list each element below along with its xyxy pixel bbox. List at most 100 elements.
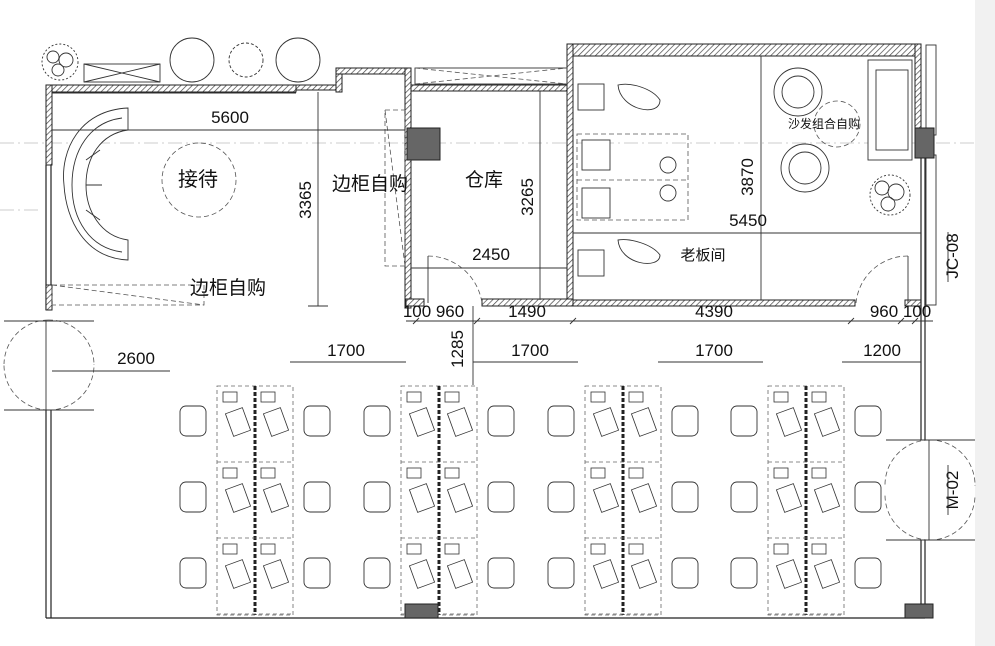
lounge-chairs bbox=[169, 37, 321, 83]
chair-icon bbox=[303, 481, 331, 513]
tag-door: M-02 bbox=[943, 471, 962, 510]
keyboard-icon bbox=[446, 559, 474, 589]
cabinets bbox=[51, 109, 406, 306]
keyboard-icon bbox=[408, 407, 436, 437]
keyboard-icon bbox=[592, 407, 620, 437]
dim-1700-c: 1700 bbox=[695, 341, 733, 360]
dim-960-right: 960 bbox=[870, 302, 898, 321]
keyboard-icon bbox=[446, 483, 474, 513]
keyboard-icon bbox=[775, 483, 803, 513]
keyboard-icon bbox=[630, 407, 658, 437]
computer-icon bbox=[811, 543, 827, 555]
computer-icon bbox=[628, 543, 644, 555]
computer-icon bbox=[444, 543, 460, 555]
note-sofa-diy: 沙发组合自购 bbox=[788, 116, 860, 131]
dim-1490: 1490 bbox=[508, 302, 546, 321]
computer-icon bbox=[811, 391, 827, 403]
dim-100-left: 100 bbox=[403, 302, 431, 321]
chair-icon bbox=[303, 557, 331, 589]
chair-icon bbox=[547, 481, 575, 513]
chair-icon bbox=[363, 557, 391, 589]
computer-icon bbox=[406, 543, 422, 555]
chair-icon bbox=[179, 481, 207, 513]
keyboard-icon bbox=[813, 483, 841, 513]
keyboard-icon bbox=[408, 483, 436, 513]
chair-icon bbox=[547, 405, 575, 437]
computer-icon bbox=[406, 467, 422, 479]
keyboard-icon bbox=[224, 559, 252, 589]
chair-icon bbox=[854, 481, 882, 513]
dim-1200: 1200 bbox=[863, 341, 901, 360]
computer-icon bbox=[773, 391, 789, 403]
dim-1700-a: 1700 bbox=[327, 341, 365, 360]
computer-icon bbox=[222, 467, 238, 479]
chair-icon bbox=[303, 405, 331, 437]
dim-3265: 3265 bbox=[518, 178, 537, 216]
computer-icon bbox=[628, 467, 644, 479]
windows bbox=[83, 63, 568, 85]
dim-1700-b: 1700 bbox=[511, 341, 549, 360]
keyboard-icon bbox=[592, 559, 620, 589]
room-label-reception: 接待 bbox=[178, 167, 218, 191]
keyboard-icon bbox=[408, 559, 436, 589]
dim-960-left: 960 bbox=[436, 302, 464, 321]
computer-icon bbox=[773, 467, 789, 479]
keyboard-icon bbox=[630, 559, 658, 589]
plant-icon bbox=[41, 43, 911, 216]
keyboard-icon bbox=[813, 407, 841, 437]
chair-icon bbox=[671, 481, 699, 513]
computer-icon bbox=[444, 467, 460, 479]
computer-icon bbox=[773, 543, 789, 555]
computer-icon bbox=[260, 543, 276, 555]
keyboard-icon bbox=[262, 559, 290, 589]
chair-icon bbox=[730, 481, 758, 513]
reception-table bbox=[161, 142, 237, 218]
right-edge-strip bbox=[975, 0, 995, 646]
chair-icon bbox=[671, 557, 699, 589]
computer-icon bbox=[590, 391, 606, 403]
chair-icon bbox=[854, 557, 882, 589]
computer-icon bbox=[260, 467, 276, 479]
chair-icon bbox=[179, 405, 207, 437]
room-label-boss-office: 老板间 bbox=[680, 246, 725, 264]
room-label-storage: 仓库 bbox=[465, 169, 503, 191]
dim-2600: 2600 bbox=[117, 349, 155, 368]
chair-icon bbox=[854, 405, 882, 437]
walls bbox=[45, 43, 937, 619]
keyboard-icon bbox=[224, 407, 252, 437]
dim-100-right: 100 bbox=[903, 302, 931, 321]
chair-icon bbox=[363, 405, 391, 437]
note-cabinet-diy-reception: 边柜自购 bbox=[190, 277, 266, 299]
computer-icon bbox=[811, 467, 827, 479]
dim-1285: 1285 bbox=[448, 330, 467, 368]
tag-jc: JC-08 bbox=[943, 233, 962, 278]
note-cabinet-diy-vertical-wall: 边柜自购 bbox=[332, 173, 408, 195]
keyboard-icon bbox=[224, 483, 252, 513]
dim-2450: 2450 bbox=[472, 245, 510, 264]
dim-5600: 5600 bbox=[211, 108, 249, 127]
chair-icon bbox=[671, 405, 699, 437]
workstation-grid bbox=[179, 385, 882, 616]
dim-5450: 5450 bbox=[729, 211, 767, 230]
axis-lines bbox=[0, 142, 995, 211]
computer-icon bbox=[444, 391, 460, 403]
computer-icon bbox=[628, 391, 644, 403]
dim-4390: 4390 bbox=[695, 302, 733, 321]
chair-icon bbox=[363, 481, 391, 513]
keyboard-icon bbox=[775, 407, 803, 437]
chair-icon bbox=[730, 405, 758, 437]
boss-room-furniture bbox=[576, 59, 913, 277]
dim-3870: 3870 bbox=[738, 158, 757, 196]
doors bbox=[3, 255, 976, 541]
chair-icon bbox=[547, 557, 575, 589]
chair-icon bbox=[179, 557, 207, 589]
chair-icon bbox=[487, 557, 515, 589]
computer-icon bbox=[406, 391, 422, 403]
chair-icon bbox=[730, 557, 758, 589]
keyboard-icon bbox=[813, 559, 841, 589]
keyboard-icon bbox=[262, 483, 290, 513]
chair-icon bbox=[487, 481, 515, 513]
computer-icon bbox=[222, 543, 238, 555]
computer-icon bbox=[222, 391, 238, 403]
